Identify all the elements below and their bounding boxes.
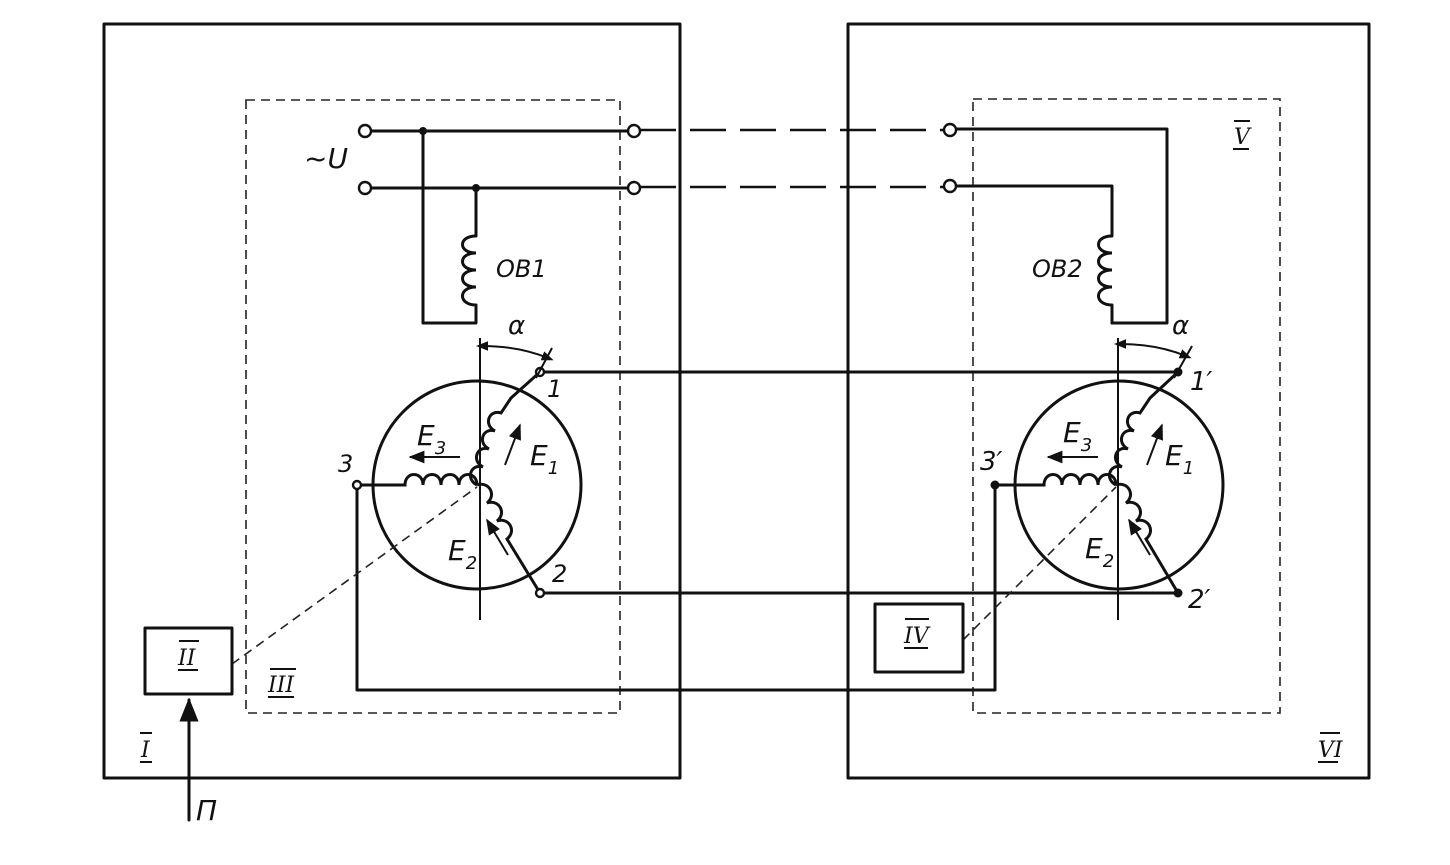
e2-label-left: E2 <box>448 534 477 574</box>
e1-label-left: E1 <box>530 439 559 479</box>
input-label: П <box>196 794 217 827</box>
block-I-frame <box>102 22 682 780</box>
svg-text:I: I <box>140 738 151 763</box>
e2-label-right: E2 <box>1085 532 1114 572</box>
alpha-left-label: α <box>508 311 525 341</box>
right-selsyn <box>995 338 1225 620</box>
e3-label-right: E3 <box>1063 416 1092 456</box>
block-IV-label: IV <box>903 618 931 649</box>
phase-terminals <box>351 366 1183 599</box>
ov2-label: OB2 <box>1032 255 1083 283</box>
terminal-1p-label: 1′ <box>1190 367 1213 397</box>
block-II-label: II <box>177 640 199 671</box>
svg-text:III: III <box>267 673 295 698</box>
shaft-link-right <box>962 486 1117 641</box>
svg-text:V: V <box>1234 125 1252 150</box>
e3-label-left: E3 <box>417 419 446 459</box>
phase-lines <box>355 370 1180 692</box>
block-III-label: III <box>267 668 296 698</box>
left-selsyn <box>357 338 583 620</box>
terminal-3p-label: 3′ <box>980 447 1003 477</box>
ov1-label: OB1 <box>496 255 547 283</box>
svg-text:IV: IV <box>903 624 931 649</box>
supply-terminals <box>357 122 958 196</box>
svg-text:II: II <box>177 646 197 671</box>
terminal-1-label: 1 <box>547 375 562 403</box>
block-VI-label: VI <box>1318 732 1344 763</box>
supply-lines <box>369 127 1169 325</box>
svg-text:VI: VI <box>1318 738 1344 763</box>
ob1-coil <box>461 234 477 307</box>
block-IV <box>873 602 965 674</box>
supply-label: ~U <box>304 142 348 175</box>
block-V-label: V <box>1233 120 1252 150</box>
shaft-link-left <box>231 486 478 665</box>
alpha-arc-left <box>476 341 554 361</box>
e1-label-right: E1 <box>1165 439 1194 479</box>
block-II <box>143 626 234 696</box>
block-V-frame <box>972 98 1281 714</box>
terminal-3-label: 3 <box>338 450 353 478</box>
alpha-right-label: α <box>1172 311 1189 341</box>
block-VI-frame <box>846 22 1371 780</box>
terminal-2-label: 2 <box>552 560 567 588</box>
terminal-2p-label: 2′ <box>1188 585 1211 615</box>
block-I-label: I <box>140 732 152 763</box>
block-III-frame <box>245 99 621 714</box>
ob2-coil <box>1097 234 1113 307</box>
alpha-arc-right <box>1114 339 1192 359</box>
